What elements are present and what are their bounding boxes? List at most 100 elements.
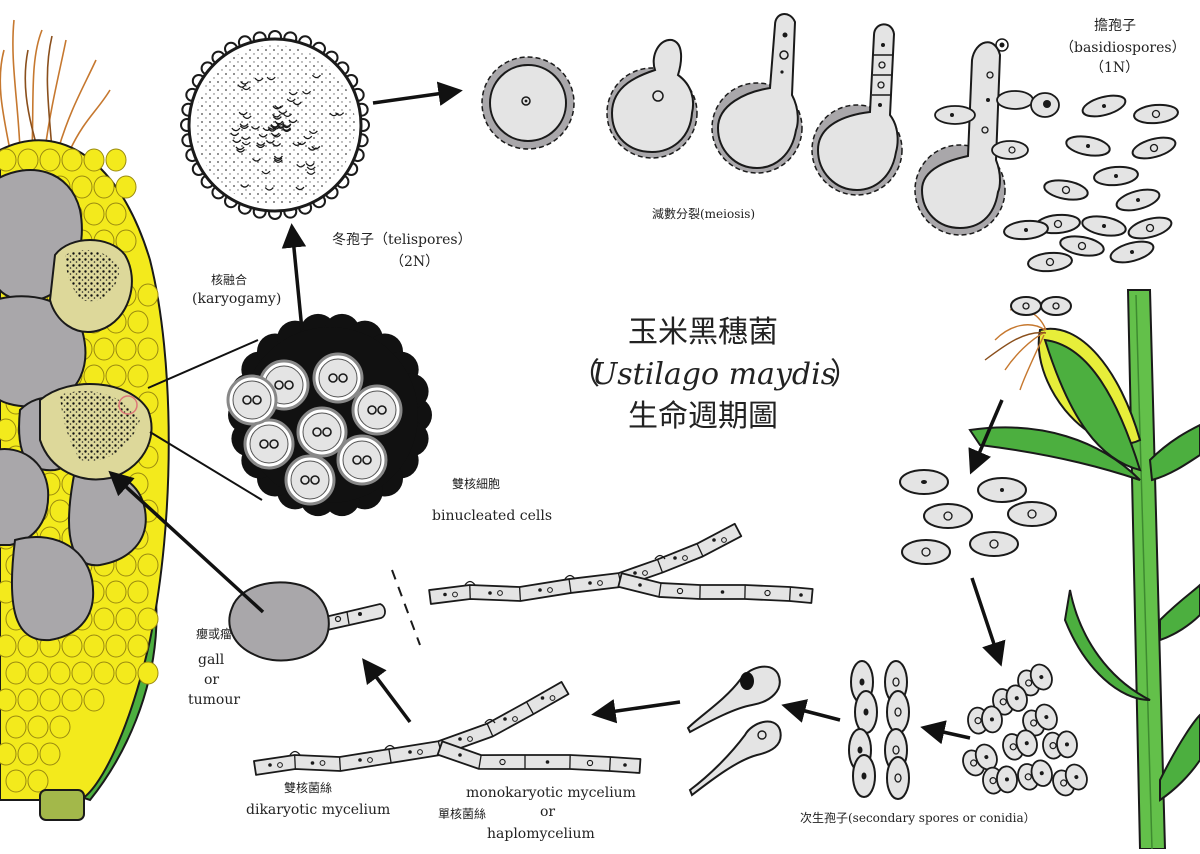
- corn-kernel: [116, 338, 136, 360]
- corn-kernel: [128, 635, 148, 657]
- label-telispores: 冬孢子（telispores）: [332, 232, 472, 248]
- corn-kernel: [72, 662, 92, 684]
- corn-kernel: [62, 149, 82, 171]
- corn-kernel: [106, 635, 126, 657]
- corn-kernel: [0, 419, 16, 441]
- corn-kernel: [138, 662, 158, 684]
- corn-kernel: [6, 716, 26, 738]
- arrow-to-mycelium: [596, 702, 680, 714]
- gall-with-hypha: [229, 582, 385, 660]
- spore-pair: [1015, 758, 1055, 792]
- corn-kernel: [116, 176, 136, 198]
- corn-kernel: [18, 743, 38, 765]
- corn-kernel: [94, 176, 114, 198]
- corn-kernel: [40, 689, 60, 711]
- corn-stalk: [1128, 290, 1165, 849]
- label-basidiospores-ploidy: （1N）: [1090, 60, 1139, 76]
- corn-kernel: [28, 662, 48, 684]
- budding-spores: [900, 470, 1056, 564]
- spore-pair: [982, 766, 1018, 795]
- corn-silk: [0, 20, 110, 150]
- binucleated-cell: [228, 376, 276, 424]
- corn-kernel: [84, 635, 104, 657]
- label-gall-tumour: tumour: [188, 692, 240, 708]
- cut-mark: [392, 570, 420, 645]
- meiosis-stage-3: [712, 14, 802, 173]
- corn-leaf-5: [1150, 425, 1200, 480]
- corn-kernel: [0, 635, 16, 657]
- budding-spore: [902, 540, 950, 564]
- basidiospore: [1126, 214, 1173, 243]
- meiosis-stage-4: [812, 24, 902, 195]
- spore-pair: [1049, 761, 1091, 799]
- corn-kernel: [116, 608, 136, 630]
- diagram-title: 玉米黑穗菌 （ Ustilago maydis ） 生命週期圖: [570, 315, 860, 434]
- spore-pair: [967, 706, 1003, 735]
- corn-kernel: [116, 662, 136, 684]
- label-mono-zh: 單核菌絲: [438, 806, 486, 821]
- label-secondary-spores: 次生孢子(secondary spores or conidia）: [800, 811, 1036, 825]
- arrow-to-secondary: [925, 728, 970, 738]
- corn-kernel: [50, 500, 70, 522]
- basidiospore: [1081, 213, 1127, 238]
- label-gall-or: or: [204, 672, 219, 688]
- mycelium-bottom: [254, 682, 641, 775]
- corn-kernel: [6, 770, 26, 792]
- title-chinese-name: 玉米黑穗菌: [628, 315, 778, 350]
- corn-kernel: [62, 635, 82, 657]
- dikaryotic-hypha-middle: [429, 524, 813, 604]
- corn-kernel: [94, 608, 114, 630]
- title-life-cycle: 生命週期圖: [628, 399, 778, 434]
- corn-kernel: [0, 743, 16, 765]
- corn-kernel: [40, 149, 60, 171]
- meiosis-sequence: [482, 14, 1059, 235]
- corn-kernel: [40, 743, 60, 765]
- label-gall-zh: 癭或瘤: [196, 626, 232, 641]
- binucleated-cell: [298, 408, 346, 456]
- corn-leaf-3: [1160, 585, 1200, 640]
- budding-spore: [924, 504, 972, 528]
- basidiospore: [1027, 251, 1072, 273]
- corn-kernel: [84, 203, 104, 225]
- arrow-to-germination: [786, 706, 840, 720]
- binucleated-cell: [286, 456, 334, 504]
- corn-kernel: [106, 149, 126, 171]
- corn-kernel: [0, 149, 16, 171]
- spore-pair: [1042, 731, 1078, 760]
- label-gall-en: gall: [198, 652, 225, 668]
- corn-kernel: [18, 149, 38, 171]
- binucleated-cell: [353, 386, 401, 434]
- secondary-spore: [853, 755, 875, 797]
- corn-kernel: [138, 284, 158, 306]
- basidiospore: [1043, 177, 1089, 202]
- label-mono-or: or: [540, 804, 555, 820]
- label-binucleated-zh: 雙核細胞: [452, 477, 500, 491]
- budding-spore: [1008, 502, 1056, 526]
- arrow-to-teliospore: [292, 228, 302, 330]
- budding-spore: [900, 470, 948, 494]
- arrow-to-gall: [365, 662, 410, 722]
- basidiospore: [1065, 133, 1111, 158]
- corn-kernel: [50, 716, 70, 738]
- basidiospore: [1130, 134, 1177, 163]
- corn-kernel: [84, 689, 104, 711]
- corn-kernel: [138, 338, 158, 360]
- label-basidiospores-en: （basidiospores）: [1060, 40, 1186, 56]
- corn-kernel: [28, 770, 48, 792]
- corn-stem-base: [40, 790, 84, 820]
- corn-kernel: [6, 662, 26, 684]
- basidiospore: [1133, 103, 1178, 125]
- corn-kernel: [128, 581, 148, 603]
- corn-kernel: [94, 662, 114, 684]
- corn-kernel: [106, 581, 126, 603]
- corn-kernel: [84, 149, 104, 171]
- corn-kernel: [128, 311, 148, 333]
- corn-kernel: [0, 689, 16, 711]
- basidiospore: [1003, 219, 1048, 241]
- title-close-paren: ）: [830, 357, 860, 392]
- label-telispores-ploidy: （2N）: [390, 254, 439, 270]
- basidiospore: [1114, 186, 1161, 215]
- label-haplomycelium: haplomycelium: [487, 826, 595, 842]
- corn-kernel: [62, 689, 82, 711]
